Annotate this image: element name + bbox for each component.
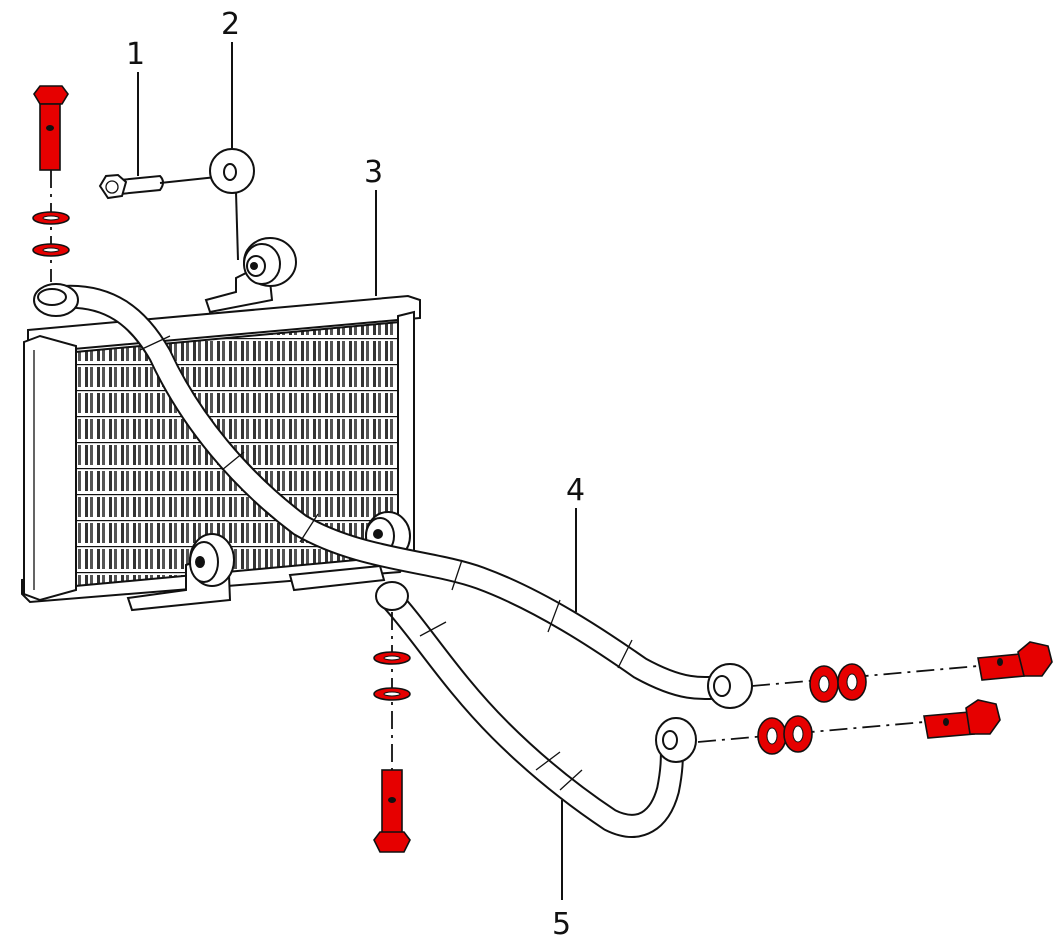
banjo-bolt-right-upper <box>751 641 1053 687</box>
bolt-1 <box>98 173 227 200</box>
callout-leaders <box>137 42 577 900</box>
crush-washer-right-lower-a <box>757 717 787 755</box>
banjo-bolt-right-lower <box>697 699 1001 743</box>
crush-washer-right-upper-a <box>809 665 839 703</box>
crush-washer-bottom-b <box>373 687 411 701</box>
callout-label-2: 2 <box>221 7 240 42</box>
oil-hose-lower <box>375 581 697 838</box>
crush-washer-top-left-b <box>32 243 70 257</box>
crush-washer-top-left-a <box>32 211 70 225</box>
washer-2 <box>209 148 255 261</box>
rubber-grommet-top <box>243 237 297 287</box>
crush-washer-bottom-a <box>373 651 411 665</box>
oil-hose-upper <box>33 283 753 709</box>
rubber-grommet-bottom-left <box>189 533 235 587</box>
banjo-bolt-top-left <box>33 85 69 282</box>
callout-label-4: 4 <box>566 473 585 508</box>
callout-label-5: 5 <box>552 907 571 942</box>
banjo-bolt-bottom <box>373 612 411 853</box>
callout-label-3: 3 <box>364 155 383 190</box>
crush-washer-right-lower-b <box>783 715 813 753</box>
callout-label-1: 1 <box>126 37 145 72</box>
crush-washer-right-upper-b <box>837 663 867 701</box>
